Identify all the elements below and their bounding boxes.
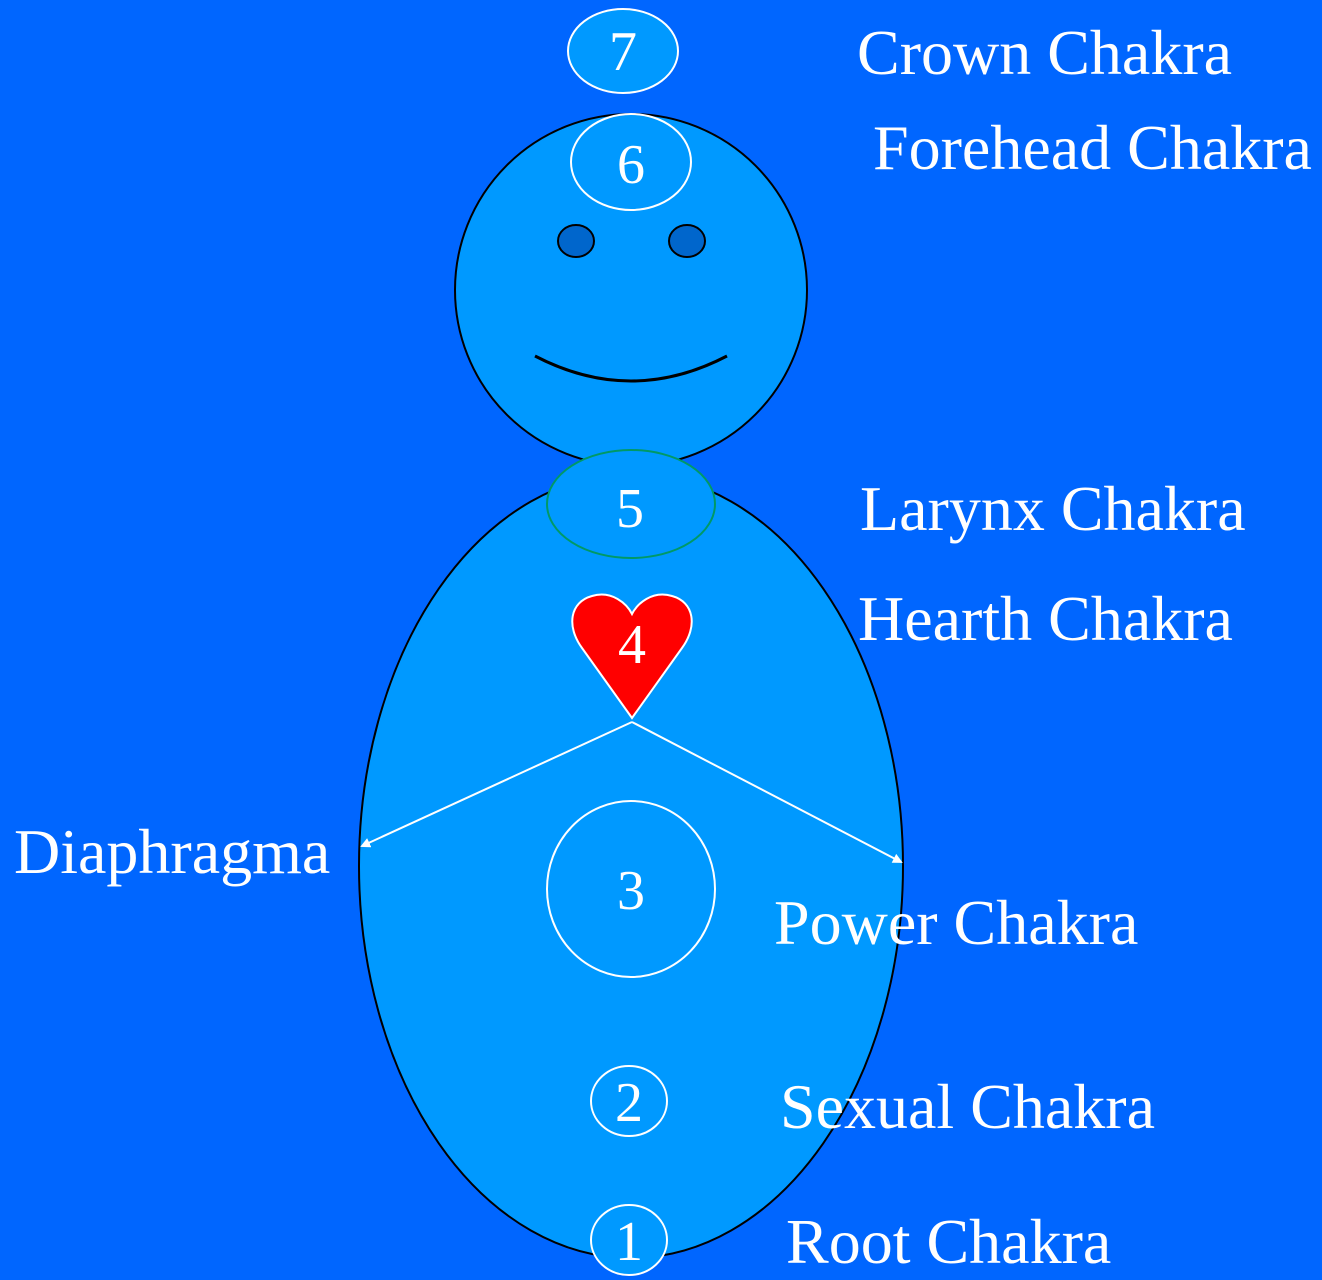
sexual-chakra-label: Sexual Chakra — [780, 1071, 1155, 1142]
larynx-chakra-number: 5 — [616, 478, 644, 540]
forehead-chakra-number: 6 — [617, 134, 645, 196]
eye-icon — [558, 225, 594, 257]
diaphragm-label: Diaphragma — [14, 816, 330, 887]
hearth-chakra-label: Hearth Chakra — [858, 583, 1233, 654]
eye-icon — [669, 225, 705, 257]
sexual-chakra-number: 2 — [615, 1072, 643, 1134]
power-chakra-number: 3 — [617, 860, 645, 922]
crown-chakra-number: 7 — [609, 21, 637, 83]
forehead-chakra-label: Forehead Chakra — [873, 112, 1312, 183]
larynx-chakra-label: Larynx Chakra — [860, 473, 1246, 544]
root-chakra-number: 1 — [615, 1211, 643, 1273]
power-chakra-label: Power Chakra — [774, 887, 1138, 958]
crown-chakra-label: Crown Chakra — [857, 17, 1232, 88]
root-chakra-label: Root Chakra — [786, 1206, 1111, 1277]
hearth-chakra-number: 4 — [618, 614, 646, 676]
